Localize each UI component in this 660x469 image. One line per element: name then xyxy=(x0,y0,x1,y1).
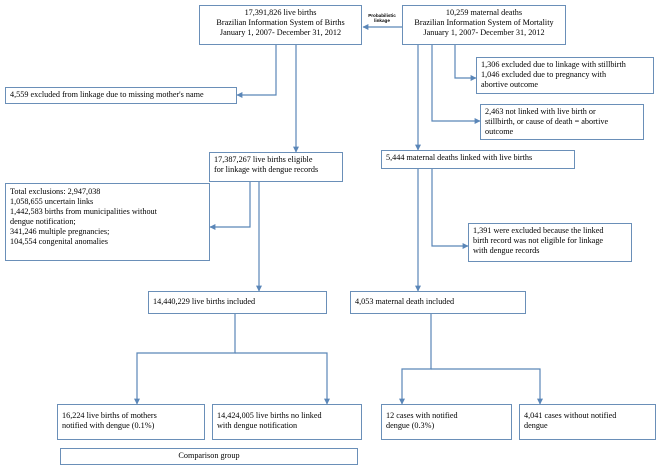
deaths-source-box: 10,259 maternal deaths Brazilian Informa… xyxy=(402,5,566,45)
births-included-box: 14,440,229 live births included xyxy=(148,291,327,314)
linked-deaths-box: 5,444 maternal deaths linked with live b… xyxy=(381,150,575,169)
no-dengue-births-box: 14,424,005 live births no linked with de… xyxy=(212,404,362,440)
linkage-label: Probabilistic linkage xyxy=(368,13,396,23)
arrow-to-1391-exclusion xyxy=(431,169,469,249)
excluded-missing-name-box: 4,559 excluded from linkage due to missi… xyxy=(5,87,237,104)
excluded-stillbirth-box: 1,306 excluded due to linkage with still… xyxy=(476,57,654,94)
dengue-births-box: 16,224 live births of mothers notified w… xyxy=(57,404,205,440)
deaths-split-line xyxy=(399,314,432,405)
births-period: January 1, 2007- December 31, 2012 xyxy=(219,28,342,37)
births-source-box: 17,391,826 live births Brazilian Informa… xyxy=(199,5,362,45)
deaths-system: Brazilian Information System of Mortalit… xyxy=(414,18,554,27)
arrow-to-total-exclusions xyxy=(209,182,251,230)
births-system: Brazilian Information System of Births xyxy=(216,18,345,27)
births-split-line-right xyxy=(235,352,330,405)
eligible-births-box: 17,387,267 live births eligible for link… xyxy=(209,152,343,182)
excluded-1391-box: 1,391 were excluded because the linked b… xyxy=(468,223,632,262)
births-split-line xyxy=(134,314,236,405)
arrow-to-not-linked xyxy=(431,45,481,124)
deaths-split-line-right xyxy=(431,368,543,405)
arrow-to-stillbirth-exclusion xyxy=(454,45,477,81)
not-linked-box: 2,463 not linked with live birth or stil… xyxy=(480,104,644,140)
arrow-to-excluded-name xyxy=(236,45,277,98)
comparison-group-box: Comparison group xyxy=(60,448,358,465)
no-dengue-cases-box: 4,041 cases without notified dengue xyxy=(519,404,656,440)
births-count: 17,391,826 live births xyxy=(244,8,317,17)
deaths-included-box: 4,053 maternal death included xyxy=(350,291,526,314)
deaths-period: January 1, 2007- December 31, 2012 xyxy=(423,28,545,37)
dengue-cases-box: 12 cases with notified dengue (0.3%) xyxy=(381,404,512,440)
deaths-count: 10,259 maternal deaths xyxy=(445,8,523,17)
total-exclusions-box: Total exclusions: 2,947,038 1,058,655 un… xyxy=(5,183,210,261)
